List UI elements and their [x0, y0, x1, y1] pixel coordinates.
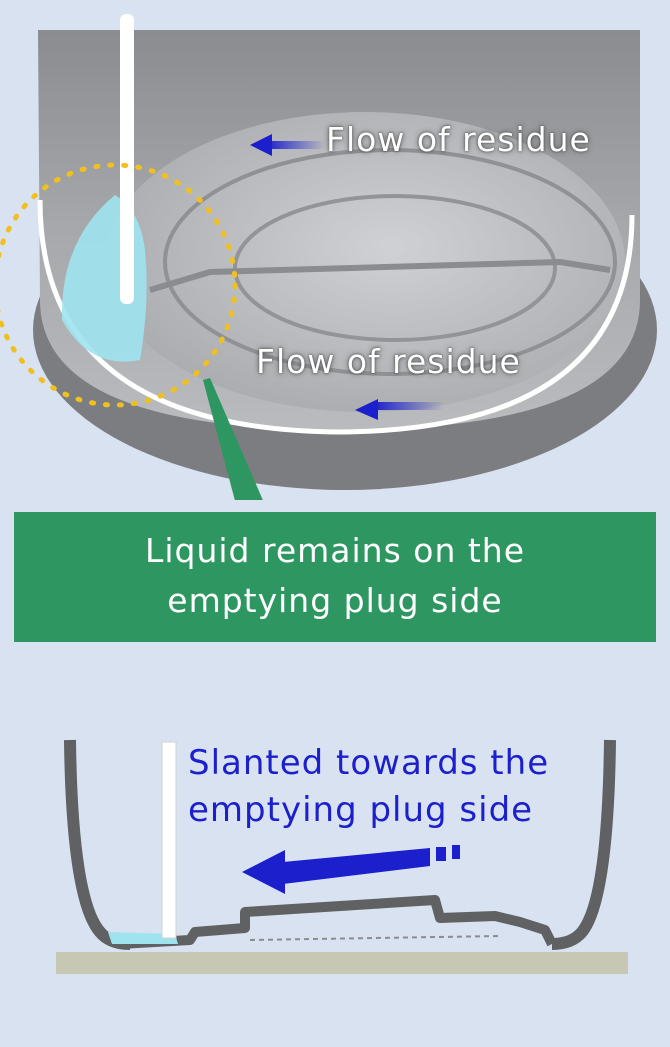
countertop-surface: [56, 952, 628, 974]
slant-line-1: Slanted towards the: [188, 743, 550, 783]
pot-floor: [105, 112, 625, 412]
pot-wall-right: [551, 739, 616, 950]
cross-section-drawing: [56, 739, 628, 974]
remaining-liquid-pool: [108, 932, 178, 944]
flow-label-upper: Flow of residue: [326, 120, 591, 159]
floor-slope-dashed: [249, 935, 501, 941]
slant-caption: Slanted towards the emptying plug side: [188, 740, 628, 834]
floor-ridge: [149, 258, 611, 293]
pot-probe: [161, 741, 177, 939]
pot-wall-left: [64, 739, 131, 950]
pot-interior-illustration: Flow of residue Flow of residue: [0, 0, 670, 500]
callout-box: Liquid remains on the emptying plug side: [14, 512, 656, 642]
pot-interior-drawing: [0, 14, 657, 500]
pot-floor-profile: [119, 895, 557, 949]
flow-label-lower: Flow of residue: [256, 342, 521, 381]
pot-cross-section: [0, 700, 670, 1047]
floor-ring-outer: [163, 148, 617, 376]
callout-line-2: emptying plug side: [167, 581, 503, 620]
flow-arrow-lower: [355, 399, 444, 420]
floor-ring-inner: [233, 194, 557, 342]
flow-arrow-upper: [250, 134, 325, 156]
callout-pointer: [203, 378, 263, 500]
slant-line-2: emptying plug side: [188, 790, 534, 830]
slant-arrow: [242, 845, 460, 894]
callout-line-1: Liquid remains on the: [144, 531, 526, 570]
pot-probe: [120, 14, 134, 304]
liquid-highlight-circle: [0, 162, 238, 408]
